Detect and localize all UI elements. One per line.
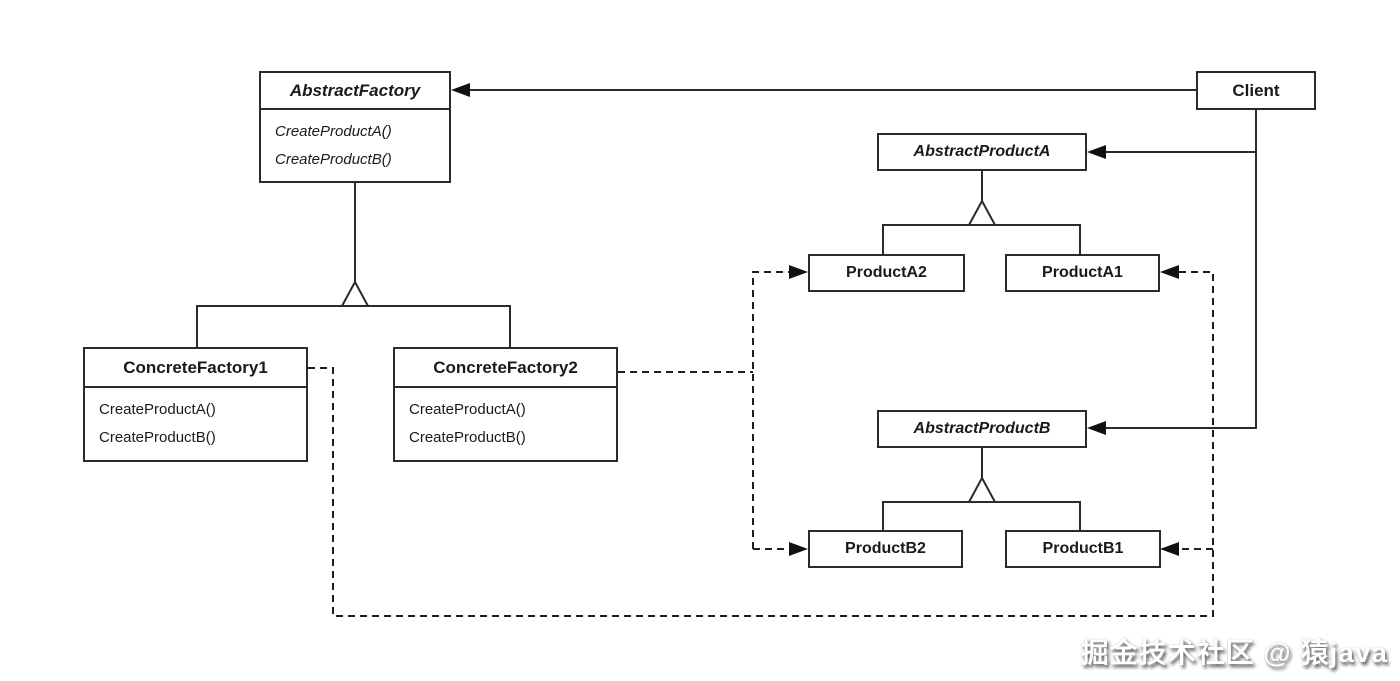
class-box-product-b2: ProductB2 bbox=[808, 530, 963, 568]
method-create-product-a: CreateProductA() bbox=[99, 401, 216, 418]
method-create-product-b: CreateProductB() bbox=[409, 429, 526, 446]
watermark-text: 掘金技术社区 @ 猿java bbox=[1080, 637, 1388, 668]
factory1-creates-products-dashed bbox=[308, 265, 1214, 617]
method-create-product-a: CreateProductA() bbox=[275, 123, 392, 140]
class-title-product-a2: ProductA2 bbox=[846, 264, 927, 281]
product-b-inheritance-tree bbox=[882, 448, 1081, 530]
factory2-creates-products-dashed bbox=[618, 265, 808, 556]
method-list-concrete-factory1: CreateProductA() CreateProductB() bbox=[85, 388, 306, 452]
class-title-product-a1: ProductA1 bbox=[1042, 264, 1123, 281]
class-box-abstract-product-a: AbstractProductA bbox=[877, 133, 1087, 171]
class-box-abstract-factory: AbstractFactory CreateProductA() CreateP… bbox=[259, 71, 451, 183]
class-box-product-b1: ProductB1 bbox=[1005, 530, 1161, 568]
class-box-concrete-factory2: ConcreteFactory2 CreateProductA() Create… bbox=[393, 347, 618, 462]
class-title-product-b2: ProductB2 bbox=[845, 540, 926, 557]
client-to-abstractfactory-arrow bbox=[451, 83, 1196, 97]
method-list-abstract-factory: CreateProductA() CreateProductB() bbox=[261, 110, 449, 174]
method-create-product-b: CreateProductB() bbox=[275, 151, 392, 168]
class-title-product-b1: ProductB1 bbox=[1042, 540, 1124, 557]
class-title-client: Client bbox=[1232, 80, 1280, 100]
product-a-inheritance-tree bbox=[882, 171, 1081, 254]
class-title-abstract-product-a: AbstractProductA bbox=[913, 143, 1051, 160]
class-box-abstract-product-b: AbstractProductB bbox=[877, 410, 1087, 448]
method-list-concrete-factory2: CreateProductA() CreateProductB() bbox=[395, 388, 616, 452]
class-box-product-a2: ProductA2 bbox=[808, 254, 965, 292]
class-title-concrete-factory2: ConcreteFactory2 bbox=[395, 349, 616, 388]
method-create-product-a: CreateProductA() bbox=[409, 401, 526, 418]
class-title-abstract-product-b: AbstractProductB bbox=[913, 420, 1051, 437]
class-title-concrete-factory1: ConcreteFactory1 bbox=[85, 349, 306, 388]
class-box-concrete-factory1: ConcreteFactory1 CreateProductA() Create… bbox=[83, 347, 308, 462]
method-create-product-b: CreateProductB() bbox=[99, 429, 216, 446]
class-box-client: Client bbox=[1196, 71, 1316, 110]
factory-inheritance-tree bbox=[196, 183, 511, 347]
class-title-abstract-factory: AbstractFactory bbox=[261, 73, 449, 110]
client-to-abstractproducts-arrows bbox=[1087, 110, 1257, 435]
class-box-product-a1: ProductA1 bbox=[1005, 254, 1160, 292]
